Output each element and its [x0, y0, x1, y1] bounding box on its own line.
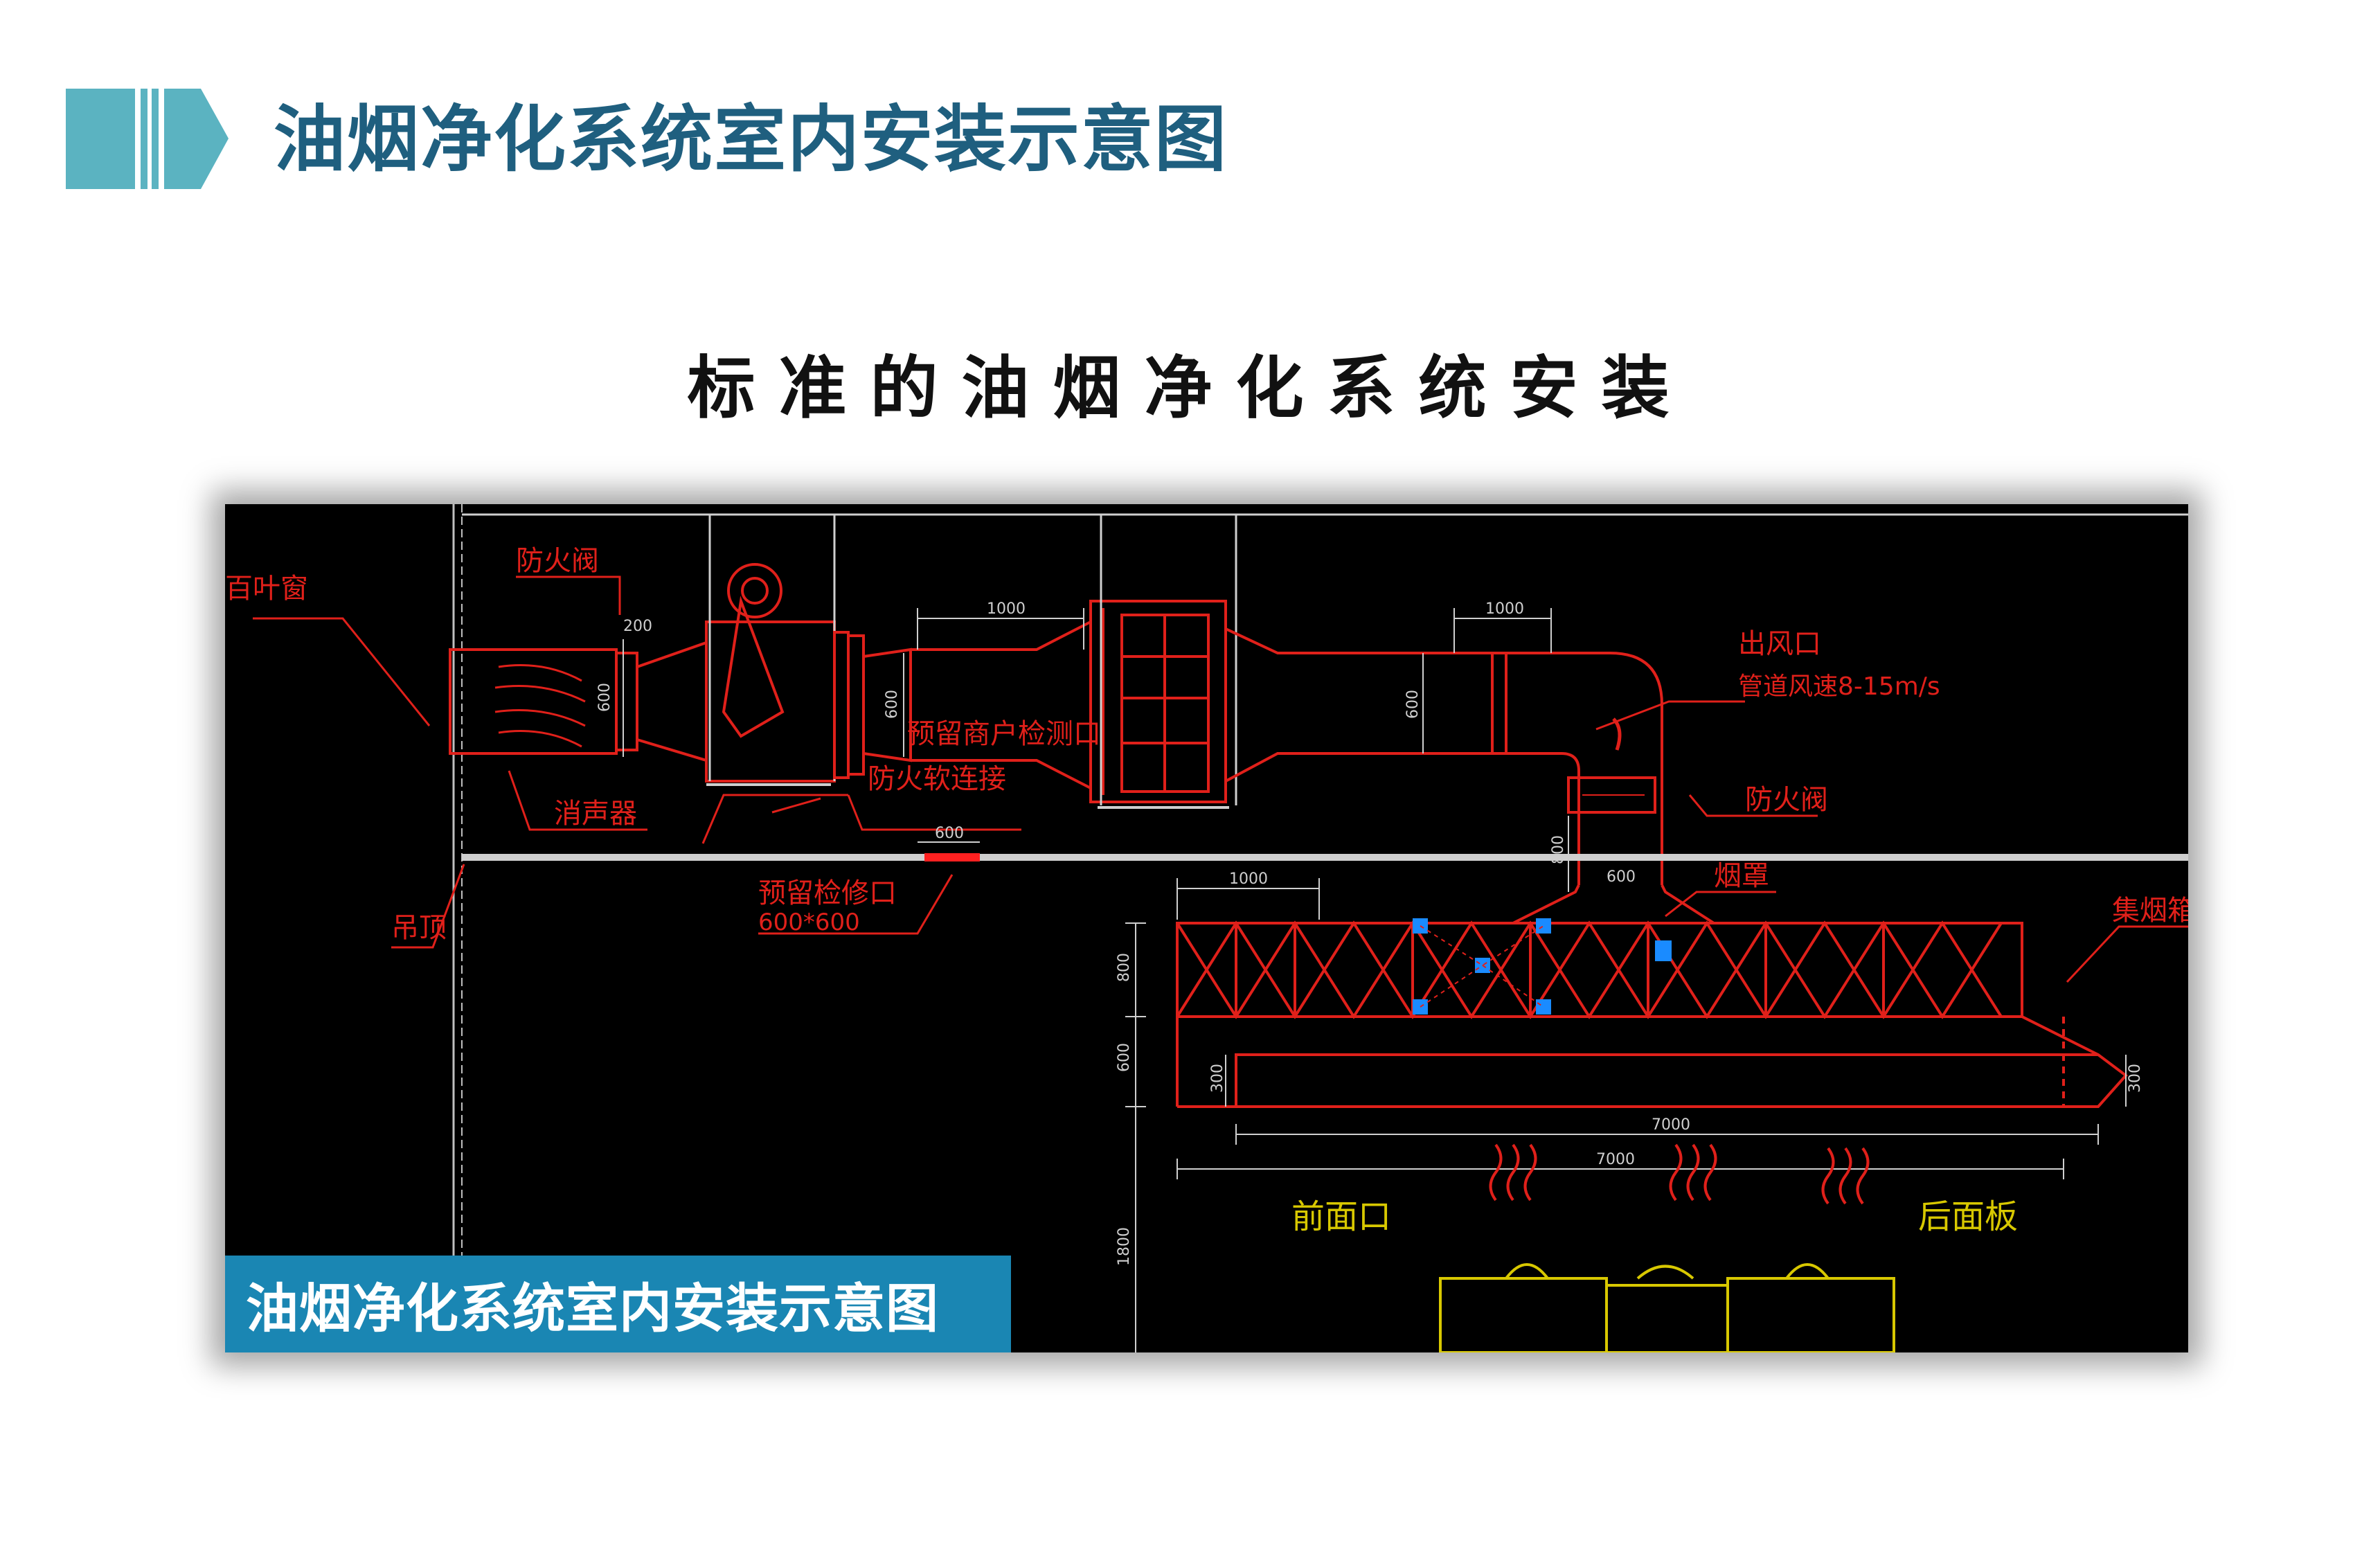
label-smoke-hood: 烟罩	[1714, 860, 1769, 892]
dim-600-drop: 600	[1607, 868, 1636, 886]
dim-7000-b: 7000	[1596, 1151, 1635, 1168]
dim-600-left: 600	[596, 683, 614, 712]
dim-200: 200	[623, 618, 652, 635]
dim-800-hood: 800	[1116, 953, 1133, 982]
cad-drawing-panel: 百叶窗 防火阀 消声器 预留商户检测口 防火软连接 出风口 管道风速8-15m/…	[225, 504, 2188, 1352]
dim-600-access: 600	[935, 825, 964, 842]
label-silencer: 消声器	[554, 798, 637, 830]
label-reserved-test-port: 预留商户检测口	[907, 718, 1101, 750]
label-fire-valve-2: 防火阀	[1745, 784, 1828, 816]
page-title: 油烟净化系统室内安装示意图	[274, 97, 1228, 181]
label-duct-speed: 管道风速8-15m/s	[1738, 672, 1940, 701]
label-ceiling: 吊顶	[391, 912, 447, 944]
label-fire-soft-connection: 防火软连接	[868, 763, 1006, 795]
label-louver: 百叶窗	[225, 573, 308, 605]
dim-600-mid: 600	[884, 690, 901, 719]
dim-300-left: 300	[1209, 1064, 1226, 1093]
label-reserved-access: 预留检修口	[758, 877, 897, 909]
label-front-side: 前面口	[1291, 1197, 1391, 1236]
kitchen-exhaust-install-diagram: 百叶窗 防火阀 消声器 预留商户检测口 防火软连接 出风口 管道风速8-15m/…	[225, 504, 2188, 1352]
dim-1000-a: 1000	[987, 600, 1026, 618]
dim-300-right: 300	[2127, 1064, 2144, 1093]
label-hood-box: 集烟箱	[2112, 895, 2188, 927]
dim-600-hood: 600	[1116, 1043, 1133, 1072]
label-access-size: 600*600	[758, 909, 860, 936]
label-outlet: 出风口	[1738, 628, 1821, 660]
caption-bar: 油烟净化系统室内安装示意图	[225, 1256, 1011, 1352]
header-accent-icon	[66, 89, 229, 189]
caption-text: 油烟净化系统室内安装示意图	[246, 1278, 939, 1339]
dim-1000-hood: 1000	[1229, 870, 1268, 888]
dim-600-right: 600	[1404, 690, 1422, 719]
dim-1000-b: 1000	[1485, 600, 1524, 618]
stove-group	[1439, 1143, 1895, 1352]
dim-1800: 1800	[1116, 1227, 1133, 1266]
dim-800-drop: 800	[1550, 835, 1567, 864]
section-subtitle: 标准的油烟净化系统安装	[687, 349, 1693, 428]
dim-7000-a: 7000	[1652, 1116, 1690, 1134]
label-fire-valve-1: 防火阀	[516, 545, 599, 577]
label-back-side: 后面板	[1918, 1197, 2018, 1236]
